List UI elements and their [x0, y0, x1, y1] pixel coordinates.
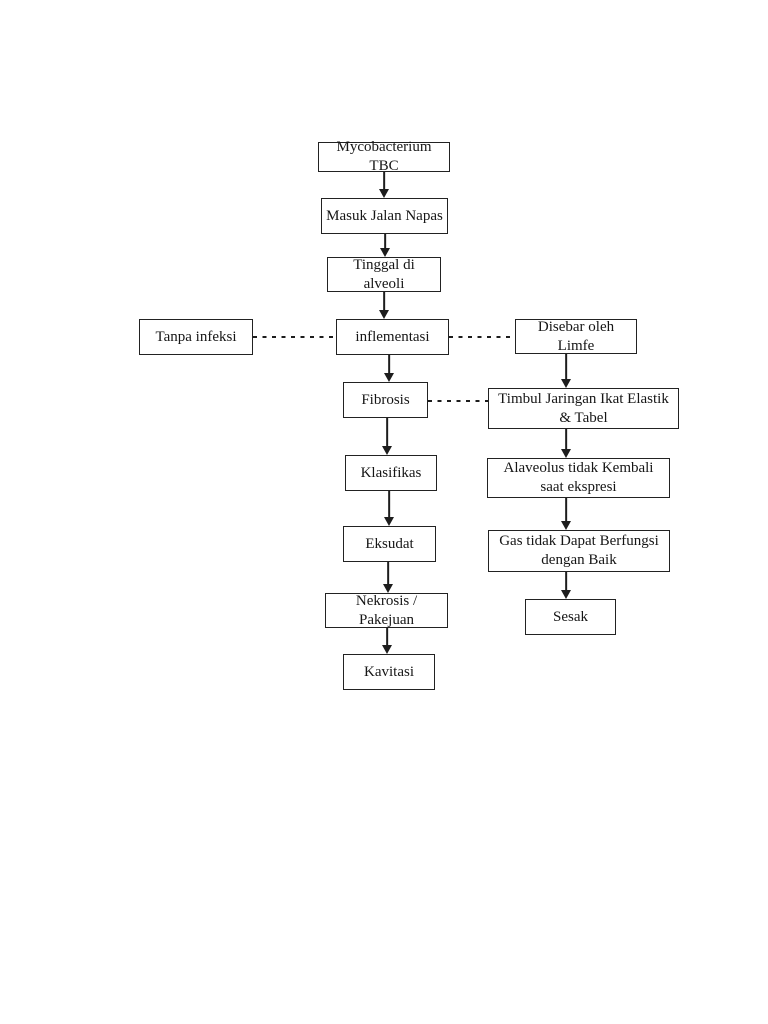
arrow-shaft [388, 491, 390, 519]
node-timbul-jaringan-ikat: Timbul Jaringan Ikat Elastik & Tabel [488, 388, 679, 429]
node-gas-tidak-berfungsi: Gas tidak Dapat Berfungsi dengan Baik [488, 530, 670, 572]
arrowhead-down-icon [384, 517, 394, 526]
arrow-fibrosis-to-klasifikas [381, 418, 393, 455]
arrow-inflementasi-to-fibrosis [383, 355, 395, 382]
node-sesak: Sesak [525, 599, 616, 635]
arrow-shaft [387, 562, 389, 586]
arrowhead-down-icon [382, 446, 392, 455]
arrow-shaft [386, 418, 388, 448]
arrowhead-down-icon [382, 645, 392, 654]
node-inflementasi: inflementasi [336, 319, 449, 355]
arrow-disebar-to-timbul [560, 354, 572, 388]
dashed-line-inflementasi-to-disebar [449, 336, 515, 338]
arrowhead-down-icon [561, 379, 571, 388]
arrowhead-down-icon [383, 584, 393, 593]
arrowhead-down-icon [561, 521, 571, 530]
arrow-alaveolus-to-gas [560, 498, 572, 530]
arrow-shaft [383, 292, 385, 312]
node-nekrosis-pakejuan: Nekrosis / Pakejuan [325, 593, 448, 628]
arrow-eksudat-to-nekrosis [382, 562, 394, 593]
arrowhead-down-icon [379, 310, 389, 319]
node-tanpa-infeksi: Tanpa infeksi [139, 319, 253, 355]
arrow-shaft [383, 172, 385, 191]
node-mycobacterium-tbc: Mycobacterium TBC [318, 139, 450, 174]
arrow-mycobacterium-to-masuk [378, 172, 390, 198]
arrowhead-down-icon [561, 449, 571, 458]
node-tinggal-di-alveoli: Tinggal di alveoli [327, 257, 441, 292]
arrow-masuk-to-tinggal [379, 234, 391, 257]
dashed-line-tanpa-to-inflementasi [253, 336, 336, 338]
arrowhead-down-icon [379, 189, 389, 198]
arrowhead-down-icon [380, 248, 390, 257]
node-eksudat: Eksudat [343, 526, 436, 562]
arrow-shaft [565, 498, 567, 523]
arrow-shaft [386, 628, 388, 647]
arrow-nekrosis-to-kavitasi [381, 628, 393, 654]
arrow-shaft [565, 354, 567, 381]
arrow-shaft [565, 572, 567, 592]
arrow-tinggal-to-inflementasi [378, 292, 390, 319]
arrow-klasifikas-to-eksudat [383, 491, 395, 526]
node-masuk-jalan-napas: Masuk Jalan Napas [321, 198, 448, 234]
arrow-timbul-to-alaveolus [560, 429, 572, 458]
node-disebar-oleh-limfe: Disebar oleh Limfe [515, 319, 637, 354]
arrowhead-down-icon [561, 590, 571, 599]
dashed-line-fibrosis-to-timbul [428, 400, 488, 402]
arrowhead-down-icon [384, 373, 394, 382]
node-klasifikas: Klasifikas [345, 455, 437, 491]
arrow-shaft [565, 429, 567, 451]
node-kavitasi: Kavitasi [343, 654, 435, 690]
arrow-gas-to-sesak [560, 572, 572, 599]
arrow-shaft [388, 355, 390, 375]
node-alaveolus-tidak-kembali: Alaveolus tidak Kembali saat ekspresi [487, 458, 670, 498]
arrow-shaft [384, 234, 386, 250]
node-fibrosis: Fibrosis [343, 382, 428, 418]
